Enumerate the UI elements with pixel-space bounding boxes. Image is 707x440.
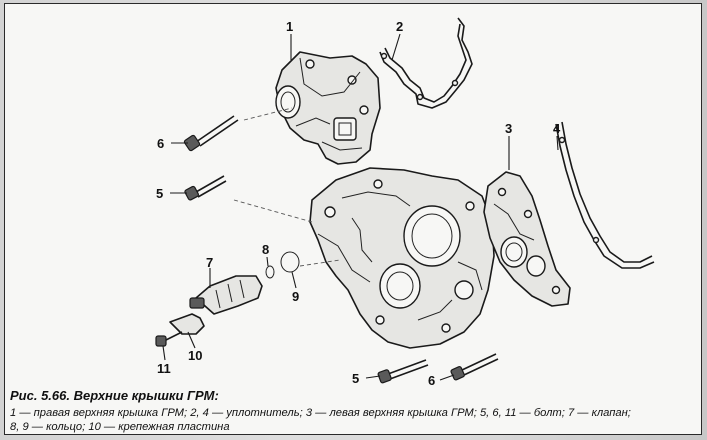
- callout-11: 11: [157, 361, 171, 376]
- bolt-11-part: [155, 331, 183, 347]
- callout-3: 3: [505, 121, 513, 136]
- figure-legend: 1 — правая верхняя крышка ГРМ; 2, 4 — уп…: [10, 406, 698, 434]
- assembly-line: [233, 199, 313, 223]
- callout-5-bottom: 5: [352, 371, 360, 386]
- mounting-plate-10-part: [169, 313, 205, 335]
- left-upper-cover-part: [483, 171, 571, 307]
- figure-caption-title: Рис. 5.66. Верхние крышки ГРМ:: [10, 388, 219, 403]
- leader-lines: [162, 33, 559, 381]
- bolt-5-lower-part: [377, 359, 429, 384]
- ring-8-part: [265, 265, 275, 279]
- callout-4: 4: [553, 121, 561, 136]
- callout-8: 8: [262, 242, 270, 257]
- callout-2: 2: [396, 19, 404, 34]
- callout-9: 9: [292, 289, 300, 304]
- callout-1: 1: [286, 19, 294, 34]
- gasket-2-part: [379, 17, 473, 109]
- callout-6-bottom: 6: [428, 373, 436, 388]
- callout-7: 7: [206, 255, 214, 270]
- bolt-6-upper-part: [183, 115, 239, 152]
- legend-line: 8, 9 — кольцо; 10 — крепежная пластина: [10, 421, 230, 433]
- assembly-line: [243, 107, 293, 121]
- bolt-5-upper-part: [184, 175, 227, 201]
- callout-5-left: 5: [156, 186, 164, 201]
- bolt-6-lower-part: [450, 353, 499, 381]
- valve-7-part: [189, 275, 263, 315]
- gasket-4-part: [555, 121, 655, 269]
- legend-line: 1 — правая верхняя крышка ГРМ; 2, 4 — уп…: [10, 407, 631, 419]
- timing-case-part: [309, 167, 495, 349]
- right-upper-cover-part: [275, 51, 381, 165]
- ring-9-part: [280, 251, 300, 273]
- callout-10: 10: [188, 348, 203, 363]
- callout-6-left: 6: [157, 136, 165, 151]
